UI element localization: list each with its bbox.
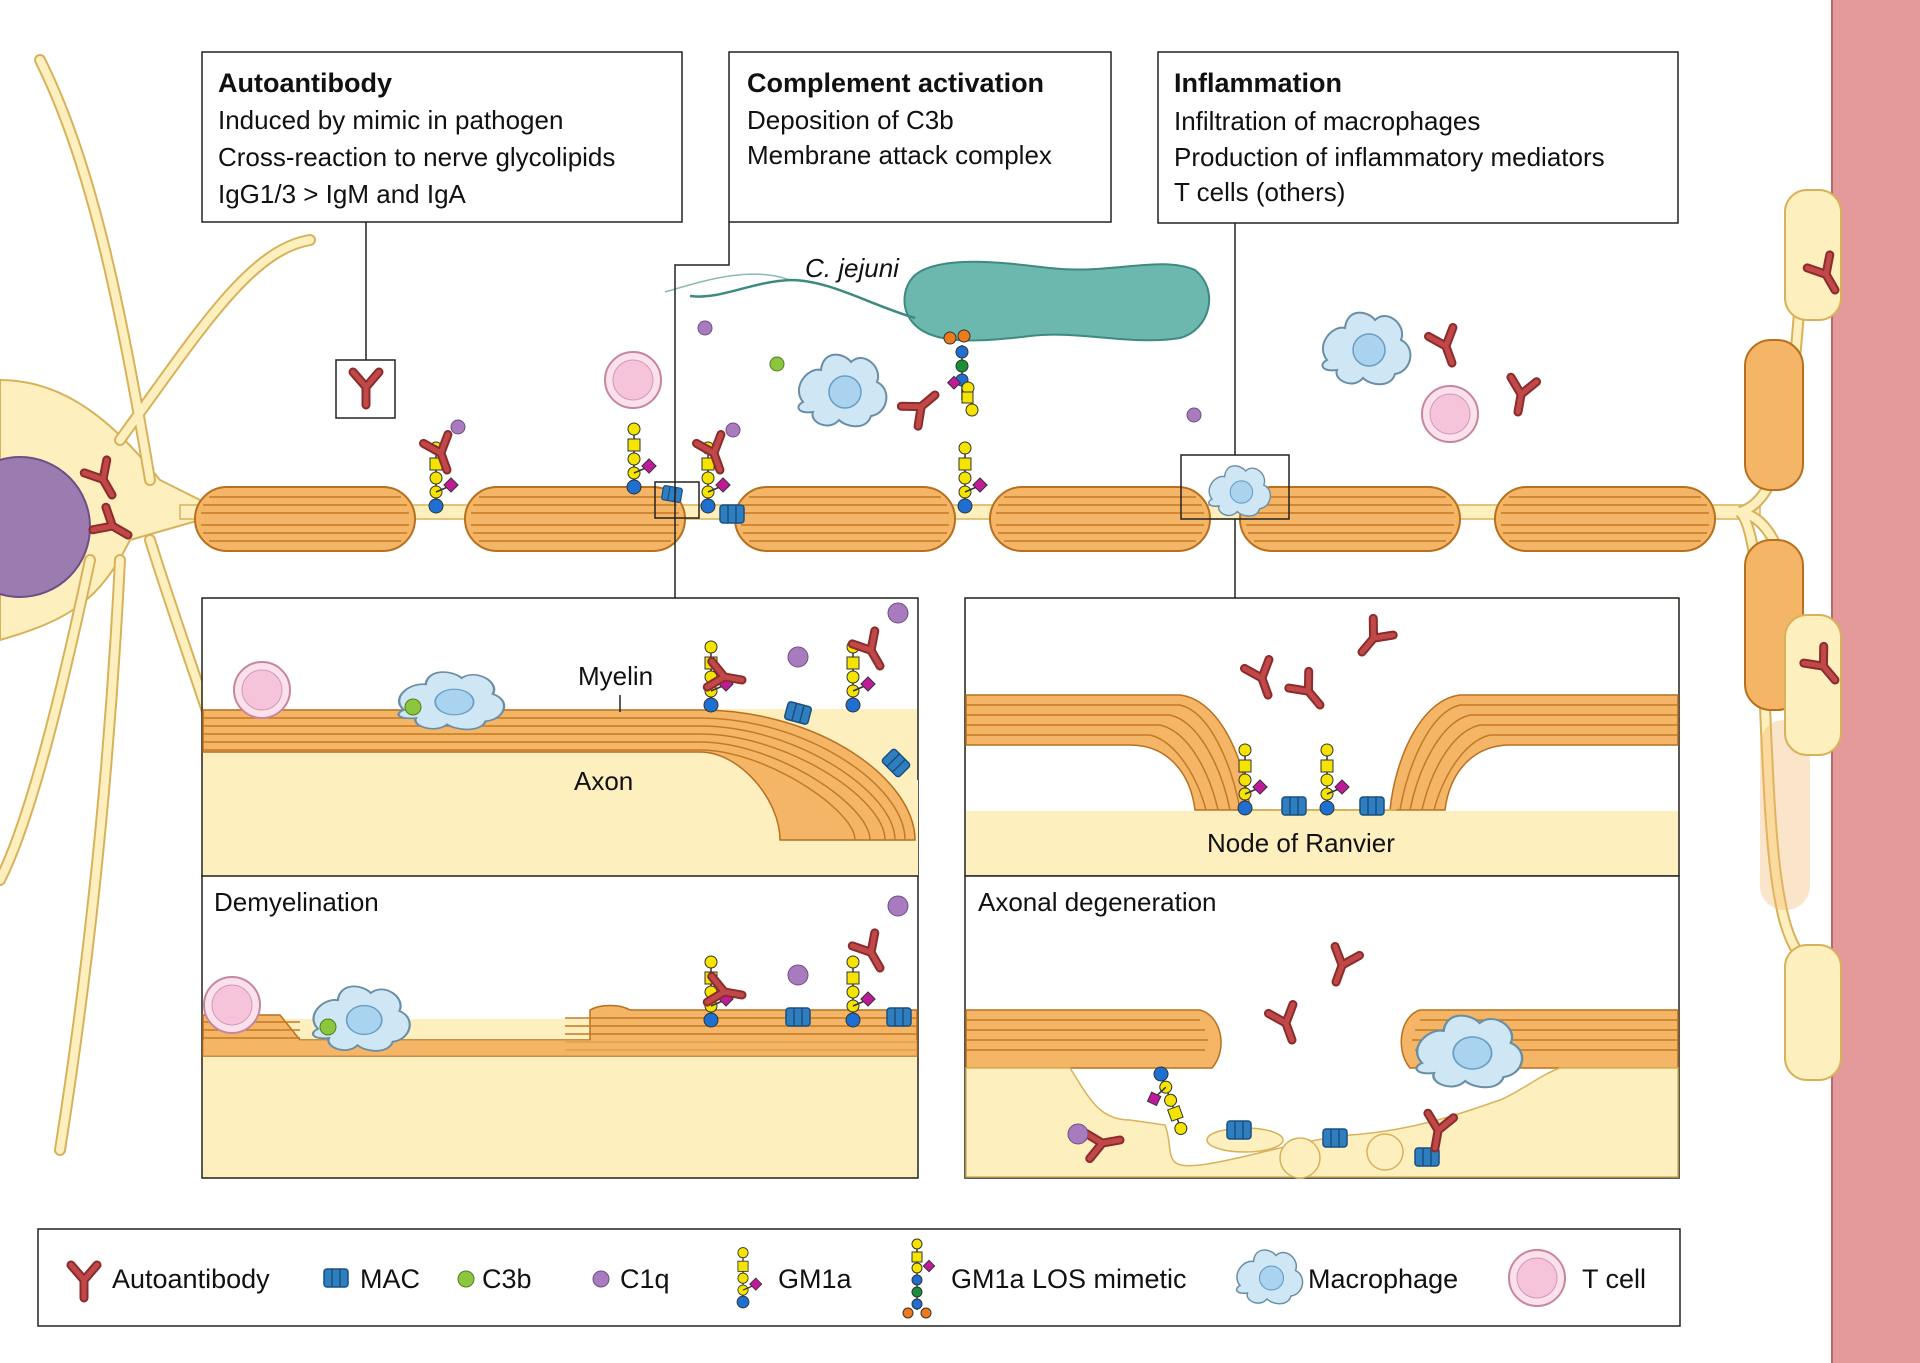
legend-label-mac: MAC xyxy=(360,1264,420,1294)
connector-lines xyxy=(365,222,1236,598)
c1q xyxy=(725,422,741,438)
gm1a-glycan xyxy=(626,422,657,495)
myelin-segment xyxy=(734,486,956,552)
axon-label: Axon xyxy=(574,766,633,796)
box-line: Deposition of C3b xyxy=(747,105,954,135)
box-line: Infiltration of macrophages xyxy=(1174,106,1480,136)
panel-axonal-degeneration: Axonal degeneration xyxy=(964,875,1680,1179)
c1q xyxy=(697,320,713,336)
legend: Autoantibody MAC C3b C1q GM1a GM1a LOS m… xyxy=(37,1228,1681,1327)
legend-label-gm1a: GM1a xyxy=(778,1264,853,1294)
c1q xyxy=(1186,407,1202,423)
zoom-box-internode xyxy=(654,481,700,519)
autoantibody-info-box: Autoantibody Induced by mimic in pathoge… xyxy=(201,51,683,223)
c3b xyxy=(769,356,785,372)
box-line: IgG1/3 > IgM and IgA xyxy=(218,179,467,209)
complement-info-box: Complement activation Deposition of C3b … xyxy=(728,51,1112,223)
box-title: Autoantibody xyxy=(218,68,392,98)
bacterium-label: C. jejuni xyxy=(805,253,900,283)
autoantibody xyxy=(1505,377,1536,414)
legend-label-autoantibody: Autoantibody xyxy=(112,1264,270,1294)
c1q-icon xyxy=(592,1270,610,1288)
legend-label-t-cell: T cell xyxy=(1582,1264,1646,1294)
axon-terminals xyxy=(1735,189,1846,1081)
autoantibody xyxy=(1428,328,1464,368)
legend-label-macrophage: Macrophage xyxy=(1308,1264,1458,1294)
inflammation-info-box: Inflammation Infiltration of macrophages… xyxy=(1157,51,1679,224)
box-line: T cells (others) xyxy=(1174,177,1345,207)
t-cell xyxy=(1421,385,1479,443)
myelin-label: Myelin xyxy=(578,661,653,691)
panel-internode: Myelin Axon xyxy=(201,597,919,877)
c-jejuni-bacterium xyxy=(664,260,1211,426)
box-title: Complement activation xyxy=(747,68,1044,98)
node-of-ranvier-label: Node of Ranvier xyxy=(1207,828,1395,858)
c1q xyxy=(450,419,466,435)
muscle-fiber xyxy=(1832,0,1920,1363)
box-title: Inflammation xyxy=(1174,68,1342,98)
t-cell xyxy=(604,351,662,409)
axonal-degeneration-label: Axonal degeneration xyxy=(978,887,1217,917)
legend-label-c3b: C3b xyxy=(482,1264,532,1294)
myelin-segment xyxy=(194,486,416,552)
panel-demyelination: Demyelination xyxy=(201,875,919,1179)
demyelination-label: Demyelination xyxy=(214,887,379,917)
box-line: Induced by mimic in pathogen xyxy=(218,105,563,135)
macrophage xyxy=(797,353,888,428)
gm1a-glycan xyxy=(957,441,988,514)
macrophage xyxy=(1321,311,1412,386)
t-cell-icon xyxy=(1508,1249,1566,1307)
box-line: Production of inflammatory mediators xyxy=(1174,142,1605,172)
mac xyxy=(719,504,745,524)
box-line: Cross-reaction to nerve glycolipids xyxy=(218,142,615,172)
myelin-segment xyxy=(989,486,1211,552)
mac-icon xyxy=(323,1268,349,1288)
panel-node-of-ranvier: Node of Ranvier xyxy=(964,597,1680,877)
gm1a-los-mimetic-icon xyxy=(902,1238,936,1319)
legend-label-gm1a-los-mimetic: GM1a LOS mimetic xyxy=(951,1264,1187,1294)
box-line: Membrane attack complex xyxy=(747,140,1052,170)
myelin-segment xyxy=(1494,486,1716,552)
c3b-icon xyxy=(457,1270,475,1288)
legend-label-c1q: C1q xyxy=(620,1264,670,1294)
myelin-segment xyxy=(464,486,686,552)
